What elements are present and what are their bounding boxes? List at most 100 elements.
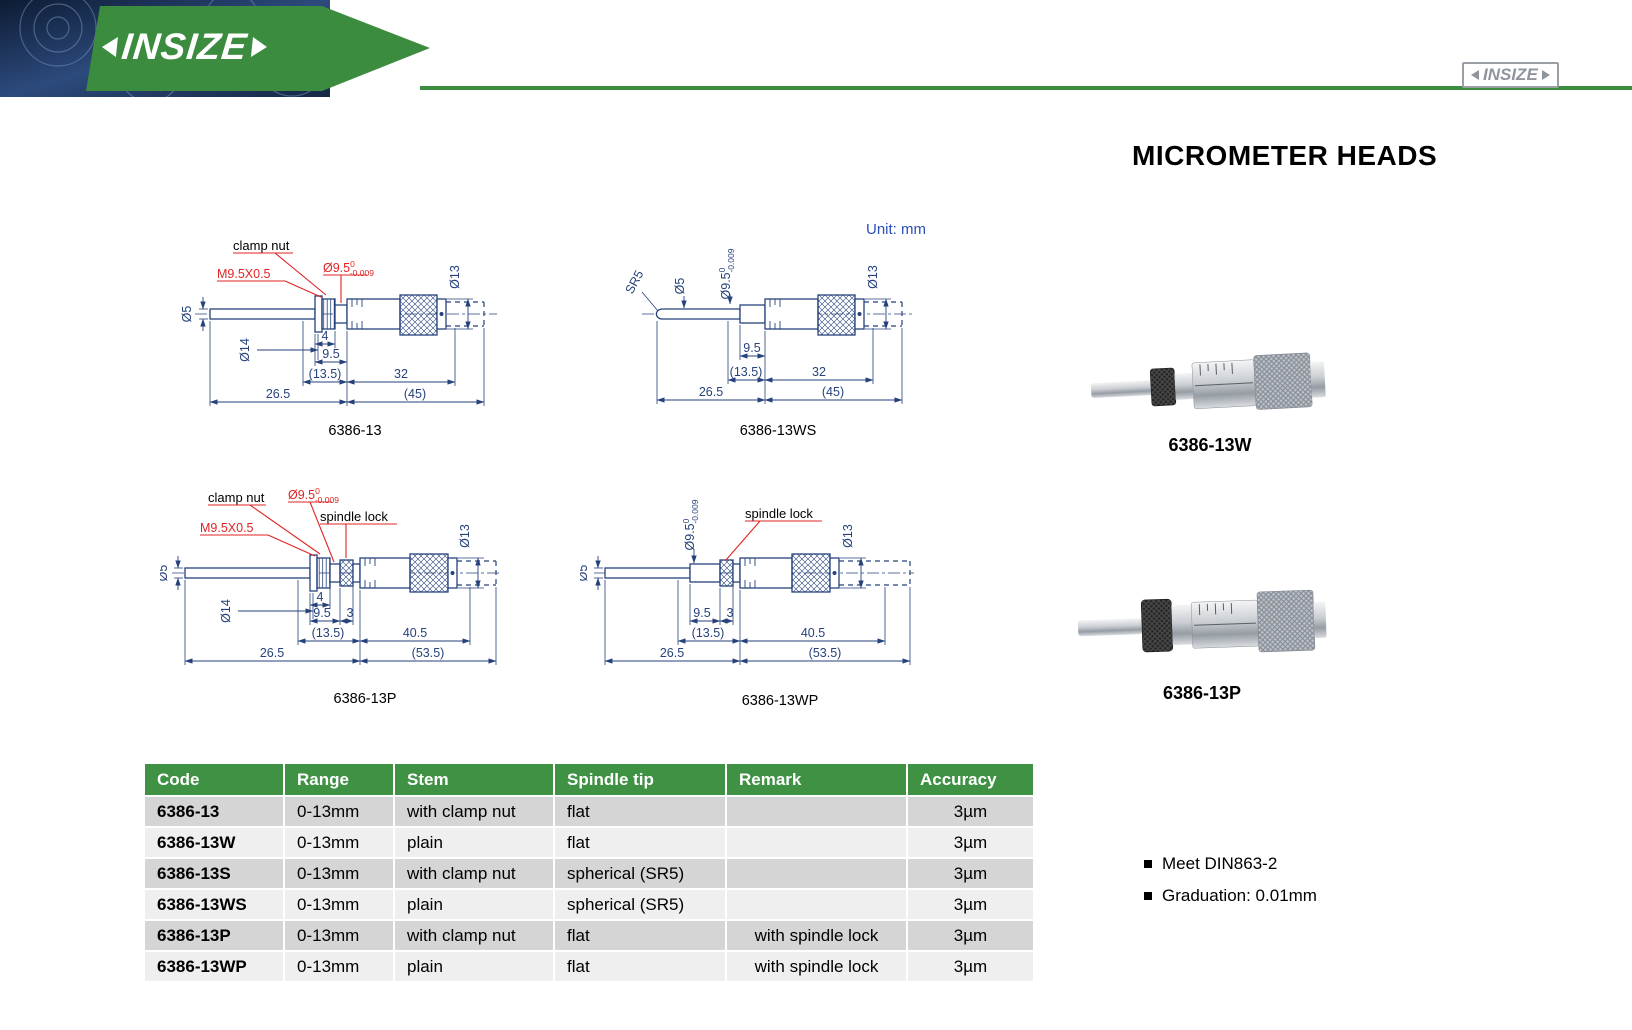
table-row: 6386-13W 0-13mm plain flat 3µm — [145, 828, 1037, 859]
cell-range: 0-13mm — [285, 921, 395, 952]
spec-table: Code Range Stem Spindle tip Remark Accur… — [145, 764, 1037, 983]
cell-remark: with spindle lock — [727, 921, 908, 952]
cell-code: 6386-13WS — [145, 890, 285, 921]
header-banner: INSIZE — [0, 0, 430, 103]
insize-logo: INSIZE — [100, 26, 269, 67]
label-stem-diameter: Ø9.50-0.009 — [681, 499, 700, 550]
logo-right-arrow-icon — [251, 36, 269, 57]
label-spherical-radius: SR5 — [623, 268, 647, 296]
cell-spindle-tip: spherical (SR5) — [555, 890, 727, 921]
note-text: Meet DIN863-2 — [1162, 854, 1278, 873]
dim-3: 3 — [347, 606, 354, 620]
cell-accuracy: 3µm — [908, 952, 1035, 983]
dim-9-5: 9.5 — [743, 341, 760, 355]
label-thimble-diameter: Ø13 — [841, 524, 855, 548]
dim-4: 4 — [322, 329, 329, 343]
label-stem-diameter: Ø9.50-0.009 — [323, 259, 374, 278]
dim-53-5: (53.5) — [809, 646, 842, 660]
cell-stem: with clamp nut — [395, 921, 555, 952]
label-thimble-diameter: Ø13 — [458, 524, 472, 548]
label-clamp-nut: clamp nut — [208, 490, 265, 505]
cell-stem: with clamp nut — [395, 859, 555, 890]
cell-remark — [727, 859, 908, 890]
corner-logo-text: INSIZE — [1483, 65, 1538, 84]
cell-remark — [727, 797, 908, 828]
cell-code: 6386-13S — [145, 859, 285, 890]
cell-stem: plain — [395, 890, 555, 921]
label-rod-diameter: Ø5 — [180, 306, 194, 323]
drawing-caption: 6386-13P — [334, 691, 397, 707]
drawing-caption: 6386-13 — [328, 423, 381, 439]
logo-left-arrow-icon — [100, 36, 119, 57]
cell-spindle-tip: flat — [555, 797, 727, 828]
cell-range: 0-13mm — [285, 828, 395, 859]
header-divider-line — [420, 86, 1632, 90]
dim-13-5: (13.5) — [730, 365, 763, 379]
dim-26-5: 26.5 — [266, 387, 290, 401]
table-header-row: Code Range Stem Spindle tip Remark Accur… — [145, 764, 1037, 797]
dim-26-5: 26.5 — [260, 646, 284, 660]
cell-spindle-tip: flat — [555, 921, 727, 952]
drawing-caption: 6386-13WP — [742, 693, 819, 709]
cell-spindle-tip: spherical (SR5) — [555, 859, 727, 890]
photo-caption-6386-13P: 6386-13P — [1162, 683, 1242, 703]
cell-accuracy: 3µm — [908, 859, 1035, 890]
unit-label: Unit: mm — [866, 221, 926, 238]
cell-accuracy: 3µm — [908, 890, 1035, 921]
drawing-6386-13: clamp nut M9.5X0.5 Ø9.50-0.009 Ø5 Ø14 Ø1… — [180, 238, 497, 439]
col-header-spindle-tip: Spindle tip — [555, 764, 727, 797]
dim-32: 32 — [394, 367, 408, 381]
corner-logo-left-arrow-icon — [1471, 70, 1479, 80]
cell-accuracy: 3µm — [908, 828, 1035, 859]
col-header-code: Code — [145, 764, 285, 797]
drawing-6386-13P: clamp nut Ø9.50-0.009 spindle lock M9.5X… — [160, 487, 500, 707]
cell-stem: plain — [395, 952, 555, 983]
photo-caption-6386-13W: 6386-13W — [1168, 435, 1252, 455]
cell-range: 0-13mm — [285, 859, 395, 890]
label-rod-diameter: Ø5 — [160, 565, 170, 582]
product-photo-6386-13P — [1077, 589, 1327, 653]
cell-range: 0-13mm — [285, 952, 395, 983]
cell-stem: plain — [395, 828, 555, 859]
dim-45: (45) — [404, 387, 426, 401]
green-arrow-banner — [86, 6, 430, 91]
cell-remark — [727, 890, 908, 921]
table-row: 6386-13WS 0-13mm plain spherical (SR5) 3… — [145, 890, 1037, 921]
table-row: 6386-13 0-13mm with clamp nut flat 3µm — [145, 797, 1037, 828]
col-header-stem: Stem — [395, 764, 555, 797]
label-spindle-lock: spindle lock — [320, 509, 388, 524]
logo-text: INSIZE — [119, 26, 250, 67]
cell-code: 6386-13WP — [145, 952, 285, 983]
product-photo-6386-13W — [1090, 352, 1326, 410]
cell-accuracy: 3µm — [908, 921, 1035, 952]
dim-40-5: 40.5 — [403, 626, 427, 640]
drawing-caption: 6386-13WS — [740, 423, 817, 439]
dim-13-5: (13.5) — [692, 626, 725, 640]
col-header-range: Range — [285, 764, 395, 797]
label-rod-diameter: Ø5 — [673, 278, 687, 295]
cell-code: 6386-13W — [145, 828, 285, 859]
table-row: 6386-13S 0-13mm with clamp nut spherical… — [145, 859, 1037, 890]
cell-range: 0-13mm — [285, 797, 395, 828]
dim-53-5: (53.5) — [412, 646, 445, 660]
dim-3: 3 — [727, 606, 734, 620]
cell-range: 0-13mm — [285, 890, 395, 921]
corner-logo: INSIZE — [1462, 62, 1559, 88]
note-item: Meet DIN863-2 — [1144, 854, 1317, 874]
cell-stem: with clamp nut — [395, 797, 555, 828]
label-thread: M9.5X0.5 — [200, 521, 254, 535]
page-title: MICROMETER HEADS — [1132, 140, 1438, 171]
label-rod-diameter: Ø5 — [580, 565, 590, 582]
col-header-accuracy: Accuracy — [908, 764, 1035, 797]
dim-32: 32 — [812, 365, 826, 379]
cell-remark — [727, 828, 908, 859]
dim-4: 4 — [317, 590, 324, 604]
cell-code: 6386-13P — [145, 921, 285, 952]
dim-40-5: 40.5 — [801, 626, 825, 640]
dim-26-5: 26.5 — [660, 646, 684, 660]
corner-logo-right-arrow-icon — [1541, 70, 1550, 80]
label-spindle-lock: spindle lock — [745, 506, 813, 521]
table-row: 6386-13P 0-13mm with clamp nut flat with… — [145, 921, 1037, 952]
col-header-remark: Remark — [727, 764, 908, 797]
